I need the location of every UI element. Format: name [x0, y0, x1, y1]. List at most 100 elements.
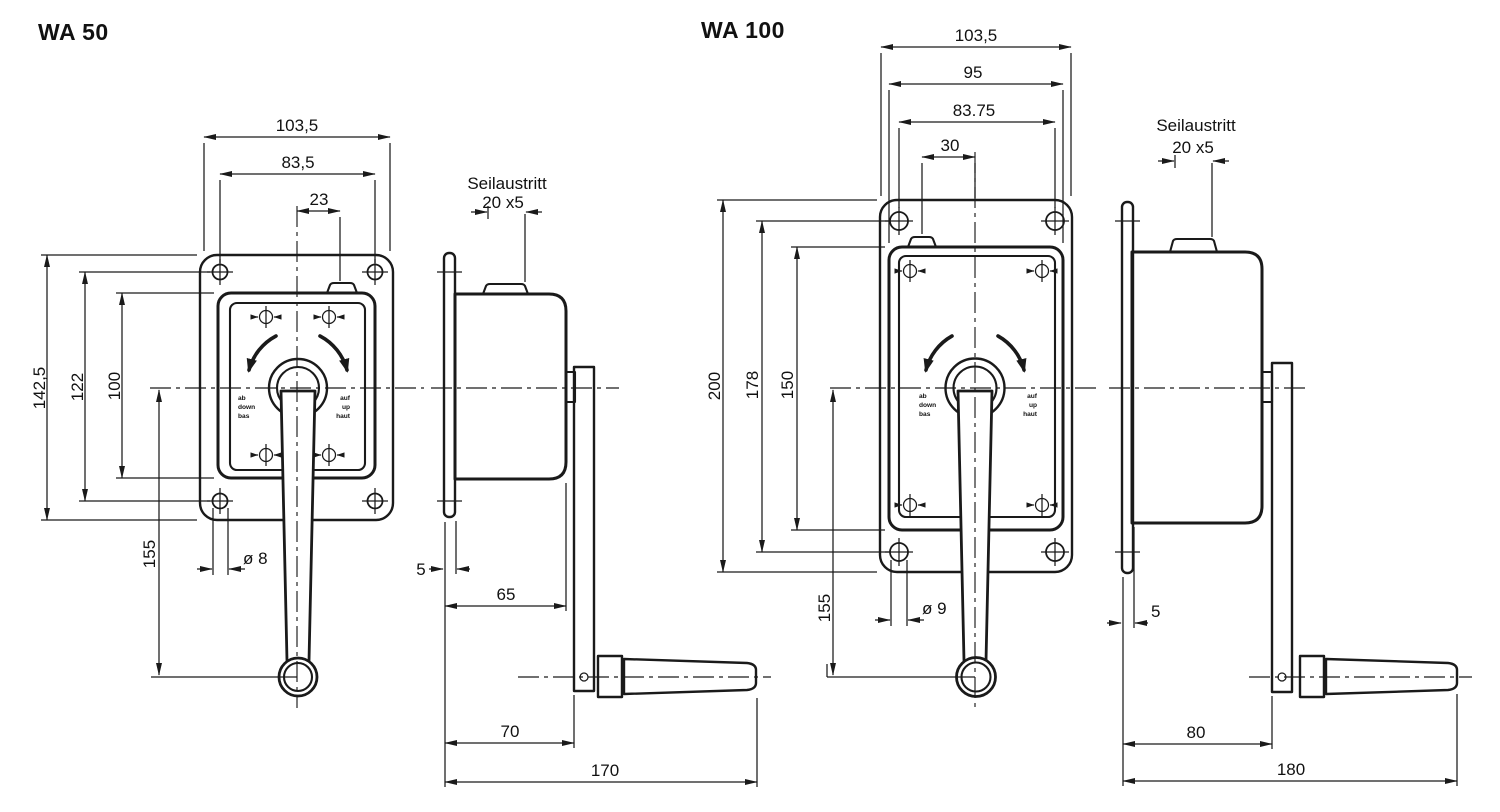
- screw-symbol: [894, 494, 926, 516]
- dimension-total-depth: 170: [444, 698, 758, 787]
- dimension-rope-exit-offset: 30: [921, 136, 976, 234]
- dim-text: 95: [964, 63, 983, 82]
- wa100-side-dimensions: Seilaustritt 20 x5 5 80 180: [1107, 116, 1458, 786]
- dim-text: 155: [140, 540, 159, 568]
- screw-symbol: [313, 306, 345, 328]
- dimension-flange-thickness: 5: [1107, 527, 1160, 628]
- screw-symbol: [1026, 494, 1058, 516]
- dim-text: 100: [105, 372, 124, 400]
- dim-text: 5: [1151, 602, 1160, 621]
- dim-text: 200: [705, 372, 724, 400]
- wa50-side-grip: [622, 657, 758, 696]
- label-up: up: [342, 404, 350, 411]
- wa50-mounting-holes: [207, 259, 388, 514]
- wa50-front-dimensions: 103,5 83,5 23 142,5 122 100: [30, 116, 391, 678]
- dimension-crank-radius: 155: [140, 389, 297, 678]
- wa100-side-housing: [1130, 250, 1264, 525]
- wa100-front-view: ab down bas auf up haut: [830, 152, 1096, 708]
- dim-text: 65: [497, 585, 516, 604]
- wa50-crank-arm: [279, 389, 317, 663]
- dim-text: 83,5: [281, 153, 314, 172]
- label-auf: auf: [340, 395, 351, 402]
- screw-symbol: [1026, 260, 1058, 282]
- dimension-housing-height: 100: [105, 292, 214, 479]
- rope-exit-size: 20 x5: [1172, 138, 1214, 157]
- label-ab: ab: [238, 395, 246, 402]
- label-haut: haut: [1023, 411, 1038, 418]
- dimension-housing-width: 95: [888, 63, 1064, 243]
- wa50-side-crank-arm: [572, 365, 596, 693]
- label-bas: bas: [919, 411, 931, 418]
- label-bas: bas: [238, 413, 250, 420]
- dimension-hole-diameter: ø 9: [875, 560, 947, 626]
- screw-symbol: [894, 260, 926, 282]
- wa100-title: WA 100: [701, 17, 785, 43]
- dimension-hole-spacing-h: 83.75: [898, 101, 1056, 208]
- dimension-flange-height: 142,5: [30, 254, 197, 521]
- dim-text: ø 9: [922, 599, 947, 618]
- dim-text: 70: [501, 722, 520, 741]
- dimension-hole-diameter: ø 8: [197, 508, 268, 575]
- dimension-housing-height: 150: [778, 246, 885, 531]
- rotation-arrow-cw-icon: [996, 334, 1027, 373]
- dim-text: 150: [778, 371, 797, 399]
- wa50-panel-screws: [250, 306, 345, 466]
- screw-symbol: [250, 444, 282, 466]
- dimension-flange-width: 103,5: [203, 116, 391, 251]
- dimension-rope-exit-size: Seilaustritt 20 x5: [1156, 116, 1236, 237]
- label-down: down: [238, 404, 255, 411]
- wa100-side-view: [1109, 200, 1472, 699]
- dimension-hole-spacing-h: 83,5: [219, 153, 376, 263]
- label-ab: ab: [919, 393, 927, 400]
- wa50-rope-exit-tab: [325, 281, 359, 295]
- dim-text: 30: [941, 136, 960, 155]
- wa50-direction-label-left: ab down bas: [238, 395, 255, 420]
- dim-text: 23: [310, 190, 329, 209]
- dim-text: 122: [68, 373, 87, 401]
- rotation-arrow-ccw-icon: [246, 334, 278, 373]
- wa50-front-view: ab down bas auf up haut: [150, 206, 424, 708]
- wa50-side-housing: [453, 292, 568, 481]
- wa50-side-rope-exit: [481, 282, 530, 296]
- dimension-rope-exit-size: Seilaustritt 20 x5: [467, 174, 547, 282]
- rotation-arrow-cw-icon: [318, 334, 350, 373]
- dim-text: 80: [1187, 723, 1206, 742]
- dim-text: 5: [416, 560, 425, 579]
- label-down: down: [919, 402, 936, 409]
- dim-text: 142,5: [30, 367, 49, 410]
- dim-text: 103,5: [276, 116, 319, 135]
- dim-text: ø 8: [243, 549, 268, 568]
- wa100-front-dimensions: 103,5 95 83.75 30 200 178: [705, 26, 1072, 678]
- dimension-total-depth: 180: [1122, 694, 1458, 786]
- rope-exit-label: Seilaustritt: [1156, 116, 1236, 135]
- label-auf: auf: [1027, 393, 1038, 400]
- dimension-flange-width: 103,5: [880, 26, 1072, 196]
- dimension-rope-exit-offset: 23: [296, 190, 341, 281]
- wa100-side-rope-exit: [1168, 237, 1219, 254]
- dimension-housing-depth: 65: [444, 483, 567, 611]
- dimension-crank-plane: 70: [444, 695, 575, 748]
- dimension-hole-spacing-v: 122: [68, 271, 210, 502]
- wa100-direction-label-left: ab down bas: [919, 393, 936, 418]
- dim-text: 83.75: [953, 101, 996, 120]
- wa50-side-view: [431, 251, 771, 699]
- wa100-direction-label-right: auf up haut: [1023, 393, 1038, 418]
- label-haut: haut: [336, 413, 351, 420]
- screw-symbol: [250, 306, 282, 328]
- wa50-title: WA 50: [38, 19, 109, 45]
- dim-text: 155: [815, 594, 834, 622]
- wa50-side-dimensions: Seilaustritt 20 x5 5 65 70 170: [416, 174, 758, 787]
- dimension-hole-spacing-v: 178: [743, 220, 890, 553]
- wa100-side-crank-arm: [1270, 361, 1294, 694]
- dimension-crank-plane: 80: [1122, 696, 1273, 749]
- wa100-panel-screws: [894, 260, 1058, 516]
- dimension-flange-height: 200: [705, 199, 877, 573]
- wa100-side-grip: [1324, 657, 1459, 696]
- wa50-side-flange: [442, 251, 457, 519]
- dimension-crank-radius: 155: [815, 389, 975, 678]
- rope-exit-label: Seilaustritt: [467, 174, 547, 193]
- label-up: up: [1029, 402, 1037, 409]
- dim-text: 180: [1277, 760, 1305, 779]
- rotation-arrow-ccw-icon: [923, 334, 954, 373]
